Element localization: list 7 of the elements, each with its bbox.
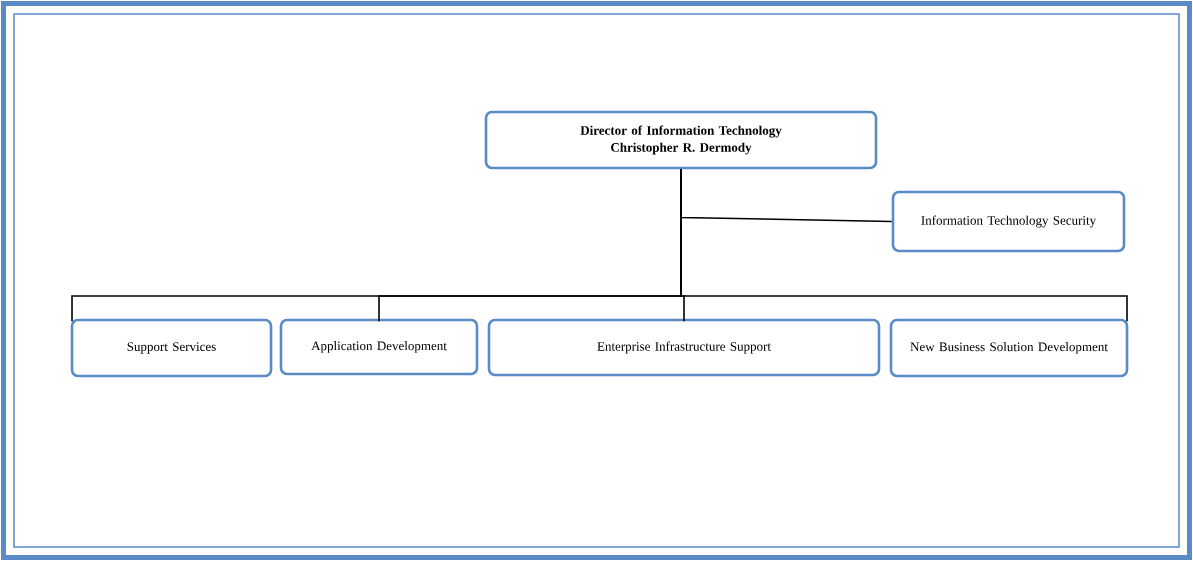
department-box: New Business Solution Development xyxy=(889,318,1129,378)
department-box: Application Development xyxy=(279,318,479,376)
department-box: Support Services xyxy=(70,318,273,378)
title-box: Director of Information Technology Christopher R. Dermody xyxy=(484,110,878,170)
department-box: Information Technology Security xyxy=(891,190,1126,253)
department-box: Enterprise Infrastructure Support xyxy=(487,318,881,377)
connector-line xyxy=(680,168,1128,323)
